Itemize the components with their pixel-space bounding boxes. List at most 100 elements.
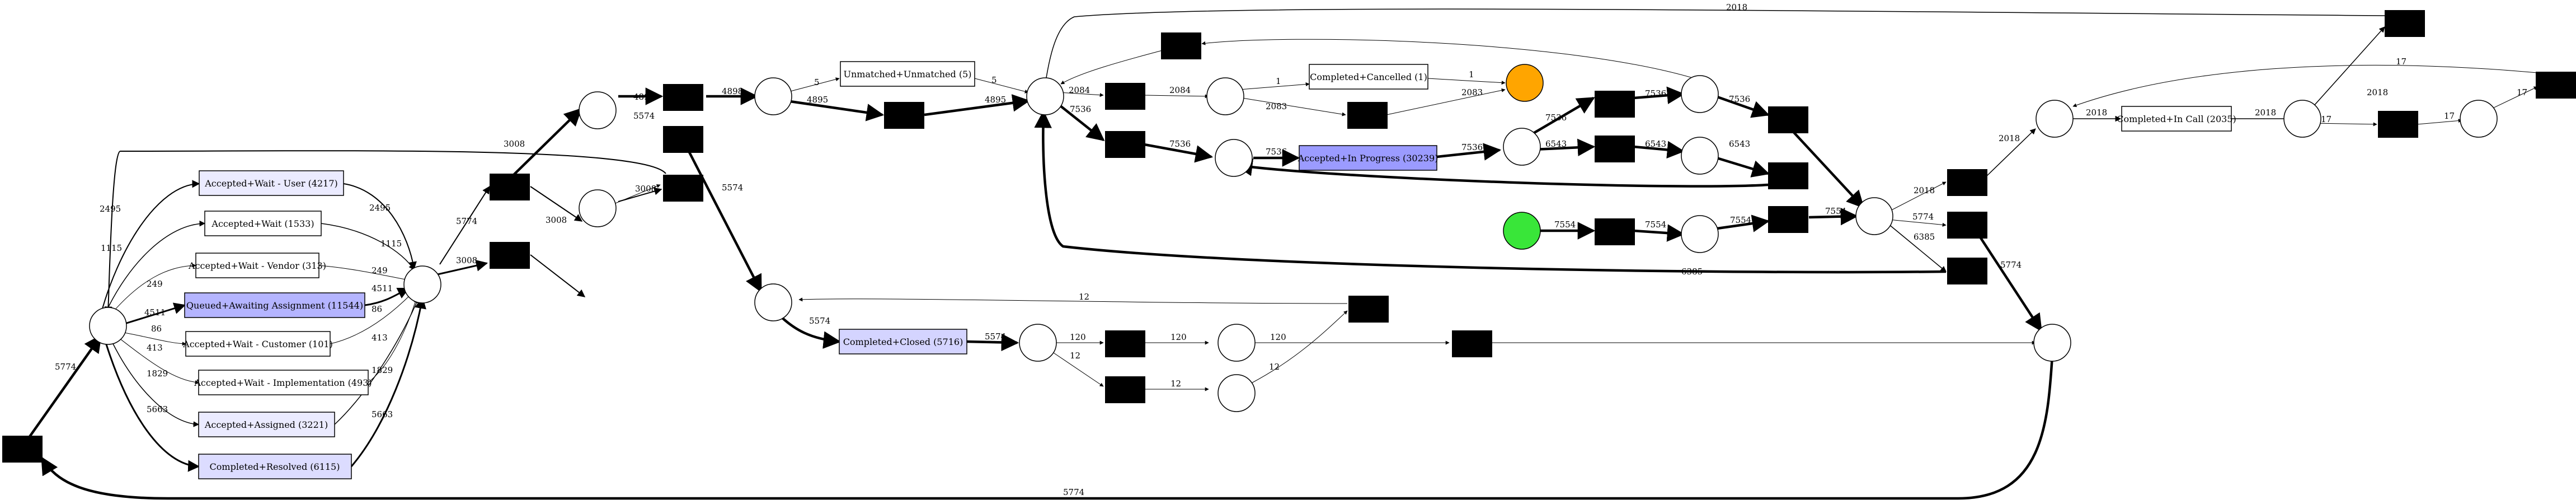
arc-label: 7536 xyxy=(1070,104,1091,114)
arc-label: 12 xyxy=(1171,379,1181,389)
arc-label: 1115 xyxy=(101,243,122,253)
svg-text:Accepted+Wait - User (4217): Accepted+Wait - User (4217) xyxy=(204,178,338,189)
arc-label: 6543 xyxy=(1645,139,1666,149)
arc-label: 1829 xyxy=(372,365,393,375)
arc-label: 6543 xyxy=(1729,139,1750,149)
arc-label: 2083 xyxy=(1461,87,1483,97)
arc-label: 12 xyxy=(1079,292,1089,302)
transition-wait-user: Accepted+Wait - User (4217) xyxy=(199,170,344,196)
arc-label: 413 xyxy=(147,343,163,353)
arc-label: 5 xyxy=(991,75,997,85)
arc-label: 120 xyxy=(1270,332,1286,342)
silent-transitions xyxy=(2,10,2576,463)
silent-transition xyxy=(1105,330,1145,357)
silent-transition xyxy=(1768,106,1808,133)
transition-wait: Accepted+Wait (1533) xyxy=(204,211,322,236)
place-source-hub xyxy=(89,307,127,345)
arc-label: 5574 xyxy=(985,332,1006,342)
transition-queued: Queued+Awaiting Assignment (11544) xyxy=(184,292,365,318)
arc-label: 120 xyxy=(1171,332,1187,342)
place-2018 xyxy=(2036,100,2074,138)
place-closed-out xyxy=(1019,324,1057,362)
place-6543 xyxy=(1681,137,1719,175)
svg-text:Completed+Closed (5716): Completed+Closed (5716) xyxy=(843,337,963,347)
arc-label: 2018 xyxy=(1999,133,2020,143)
arc-label: 4895 xyxy=(985,95,1006,105)
silent-transition xyxy=(1947,258,1987,284)
silent-transition xyxy=(1348,296,1389,323)
arc-label: 2083 xyxy=(1266,101,1287,111)
silent-transition xyxy=(1768,162,1808,189)
silent-transition xyxy=(1161,32,1201,59)
place-7536-b xyxy=(1681,75,1719,113)
places xyxy=(89,64,2498,412)
silent-transition xyxy=(490,242,530,269)
place-sink xyxy=(2033,324,2071,362)
arc-label: 1 xyxy=(1276,76,1281,86)
place-2084 xyxy=(1206,77,1244,115)
arc-label: 2495 xyxy=(369,203,391,213)
arc-label: 5574 xyxy=(722,183,743,193)
labeled-transitions: Accepted+Wait - User (4217) Accepted+Wai… xyxy=(182,61,2236,479)
arc-label: 2018 xyxy=(2367,87,2388,97)
transition-resolved: Completed+Resolved (6115) xyxy=(198,454,352,479)
arc-label: 2495 xyxy=(100,204,121,214)
arc-label: 86 xyxy=(372,304,382,314)
silent-transition xyxy=(663,175,703,202)
arc-label: 5774 xyxy=(1912,212,1934,222)
arc-label: 3008 xyxy=(504,139,525,149)
arc-label: 5 xyxy=(814,77,820,87)
silent-transition xyxy=(2,436,43,463)
arc-label: 4895 xyxy=(807,95,828,105)
place-12 xyxy=(1218,374,1256,412)
place-3008 xyxy=(579,189,617,227)
silent-transition xyxy=(2536,72,2576,99)
svg-text:Completed+Resolved (6115): Completed+Resolved (6115) xyxy=(210,461,340,472)
place-7554 xyxy=(1681,215,1719,253)
svg-text:Accepted+Wait - Implementation: Accepted+Wait - Implementation (493) xyxy=(194,377,372,388)
arc-label: 7536 xyxy=(1169,139,1191,149)
arc-label: 5663 xyxy=(372,409,393,419)
arc-label: 2018 xyxy=(1914,185,1935,195)
transition-unmatched: Unmatched+Unmatched (5) xyxy=(840,61,975,87)
place-split xyxy=(579,91,617,129)
arc-label: 3008 xyxy=(456,255,477,265)
place-merge xyxy=(403,265,441,304)
transition-assigned: Accepted+Assigned (3221) xyxy=(198,412,335,437)
arc-label: 3008 xyxy=(546,215,567,225)
arc-label: 2018 xyxy=(1726,2,1747,12)
arc-label: 5574 xyxy=(633,111,655,121)
place-17 xyxy=(2460,100,2498,138)
arc-label: 5574 xyxy=(809,316,830,326)
transition-cancelled: Completed+Cancelled (1) xyxy=(1309,64,1428,90)
silent-transition xyxy=(2385,10,2425,37)
arc-label: 5663 xyxy=(147,404,168,414)
arc-label: 6385 xyxy=(1681,267,1703,277)
arc-label: 7554 xyxy=(1730,215,1751,225)
silent-transition xyxy=(1452,330,1492,357)
svg-text:Accepted+Assigned (3221): Accepted+Assigned (3221) xyxy=(204,419,328,430)
arc-label: 6385 xyxy=(1914,232,1935,242)
silent-transition xyxy=(663,126,703,153)
arc-label: 2018 xyxy=(2255,108,2276,118)
silent-transition xyxy=(490,174,530,200)
arc-label: 17 xyxy=(2444,111,2455,121)
silent-transition xyxy=(1595,91,1635,118)
svg-text:Accepted+Wait - Customer (101): Accepted+Wait - Customer (101) xyxy=(182,339,333,349)
arc-label: 7554 xyxy=(1554,220,1576,230)
transition-wait-vendor: Accepted+Wait - Vendor (313) xyxy=(188,253,326,278)
transition-inprogress: Accepted+In Progress (30239) xyxy=(1298,145,1438,171)
svg-text:Accepted+Wait (1533): Accepted+Wait (1533) xyxy=(211,218,314,229)
arc-label: 4511 xyxy=(144,307,166,318)
transition-closed: Completed+Closed (5716) xyxy=(839,329,967,354)
arc-label: 17 xyxy=(2321,114,2331,124)
arc-label: 5774 xyxy=(2000,260,2022,270)
place-right-hub xyxy=(1855,197,1893,235)
arc-label: 7536 xyxy=(1266,147,1287,157)
arcs xyxy=(21,8,2538,500)
arc-label: 7536 xyxy=(1461,142,1483,152)
arc-label: 7554 xyxy=(1645,220,1666,230)
silent-transition xyxy=(884,102,924,129)
place-4898 xyxy=(754,77,792,115)
place-inprogress-out xyxy=(1503,128,1541,166)
